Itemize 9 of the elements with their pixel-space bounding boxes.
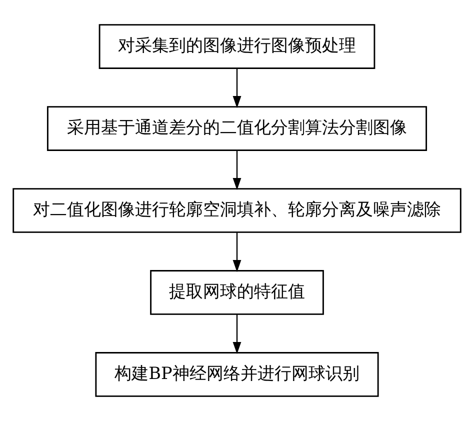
node-box: 构建BP神经网络并进行网球识别: [95, 352, 379, 397]
node-box: 提取网球的特征值: [150, 270, 324, 315]
node-box: 对二值化图像进行轮廓空洞填补、轮廓分离及噪声滤除: [12, 188, 462, 233]
node-box: 对采集到的图像进行图像预处理: [98, 24, 376, 69]
arrow: [232, 314, 242, 354]
arrow: [232, 232, 242, 272]
arrow: [232, 68, 242, 108]
node-box: 采用基于通道差分的二值化分割算法分割图像: [46, 106, 428, 151]
arrow: [232, 150, 242, 190]
